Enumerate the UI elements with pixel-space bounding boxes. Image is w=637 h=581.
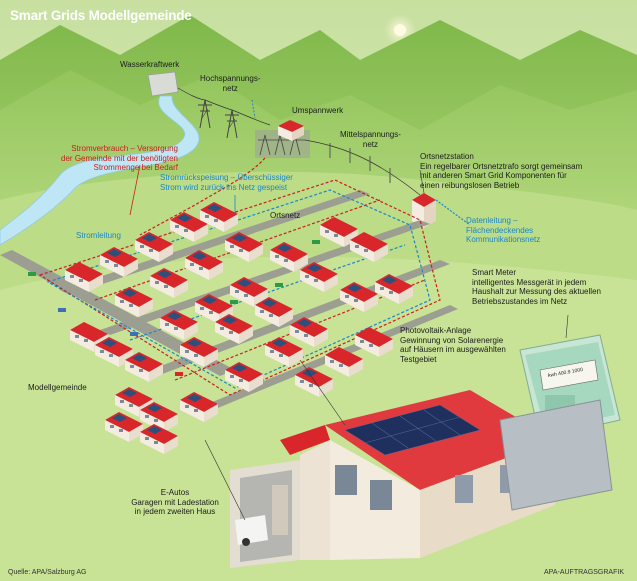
label-high-voltage: Hochspannungs-netz — [200, 74, 261, 93]
pv-pointer — [299, 359, 346, 426]
smart-meter-device — [499, 314, 621, 511]
high-voltage-line — [177, 87, 271, 126]
sun-core — [394, 24, 406, 36]
consumption-pointer — [129, 164, 141, 216]
label-power-line: Stromleitung — [76, 231, 121, 240]
data-arrow — [251, 99, 256, 119]
credit-note: APA-AUFTRAGSGRAFIK — [544, 569, 624, 576]
label-local-grid: Ortsnetz — [270, 211, 301, 220]
label-substation: Umspannwerk — [292, 106, 344, 115]
detail-house — [230, 390, 555, 568]
label-model-community: Modellgemeinde — [28, 383, 87, 392]
substation — [255, 120, 310, 158]
eauto-pointer — [204, 439, 246, 521]
cars — [28, 240, 320, 376]
source-note: Quelle: APA/Salzburg AG — [8, 569, 87, 576]
station-pointer — [419, 169, 425, 194]
medium-voltage-line — [304, 139, 421, 196]
local-substation — [412, 193, 436, 228]
river — [0, 95, 200, 246]
label-hydropower: Wasserkraftwerk — [120, 60, 180, 69]
label-medium-voltage: Mittelspannungs-netz — [340, 130, 401, 149]
page-title: Smart Grids Modellgemeinde — [10, 8, 192, 23]
hydropower-dam — [147, 71, 179, 97]
